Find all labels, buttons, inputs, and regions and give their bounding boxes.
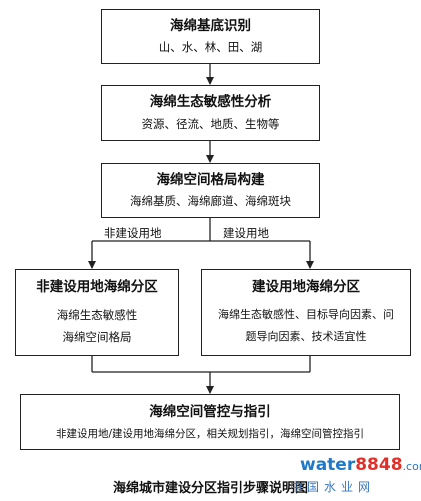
watermark-logo: water8848.com — [300, 455, 421, 475]
node-title: 非建设用地海绵分区 — [36, 279, 158, 295]
node-line: 海绵生态敏感性 — [56, 308, 138, 322]
node-spatial-control: 海绵空间管控与指引 非建设用地/建设用地海绵分区，相关规划指引，海绵空间管控指引 — [20, 394, 400, 450]
node-subtitle: 非建设用地/建设用地海绵分区，相关规划指引，海绵空间管控指引 — [55, 428, 365, 440]
node-title: 海绵生态敏感性分析 — [149, 94, 272, 110]
branch-label-non-construction: 非建设用地 — [104, 226, 162, 240]
node-title: 建设用地海绵分区 — [252, 279, 360, 295]
watermark-suffix: .com — [402, 460, 421, 473]
node-basal-identification: 海绵基底识别 山、水、林、田、湖 — [101, 9, 320, 64]
node-spatial-pattern: 海绵空间格局构建 海绵基质、海绵廊道、海绵斑块 — [101, 163, 320, 218]
node-title: 海绵空间格局构建 — [156, 172, 265, 188]
node-subtitle: 山、水、林、田、湖 — [158, 40, 263, 54]
node-construction-zoning: 建设用地海绵分区 海绵生态敏感性、目标导向因素、问 题导向因素、技术适宜性 — [201, 269, 411, 356]
node-line: 海绵生态敏感性、目标导向因素、问 — [218, 308, 394, 321]
node-line: 题导向因素、技术适宜性 — [245, 330, 367, 343]
watermark-brand-a: water — [300, 455, 356, 475]
node-subtitle: 海绵基质、海绵廊道、海绵斑块 — [130, 194, 291, 208]
watermark-subtext: 中国水业网 — [290, 480, 376, 494]
diagram-caption: 海绵城市建设分区指引步骤说明图 — [112, 481, 308, 496]
node-subtitle: 资源、径流、地质、生物等 — [141, 117, 280, 131]
branch-label-construction: 建设用地 — [223, 226, 269, 240]
node-title: 海绵基底识别 — [170, 18, 251, 34]
node-sensitivity-analysis: 海绵生态敏感性分析 资源、径流、地质、生物等 — [101, 85, 320, 141]
node-non-construction-zoning: 非建设用地海绵分区 海绵生态敏感性 海绵空间格局 — [15, 269, 179, 356]
watermark-brand-b: 8848 — [355, 455, 403, 475]
node-line: 海绵空间格局 — [62, 330, 132, 344]
node-title: 海绵空间管控与指引 — [149, 404, 271, 420]
